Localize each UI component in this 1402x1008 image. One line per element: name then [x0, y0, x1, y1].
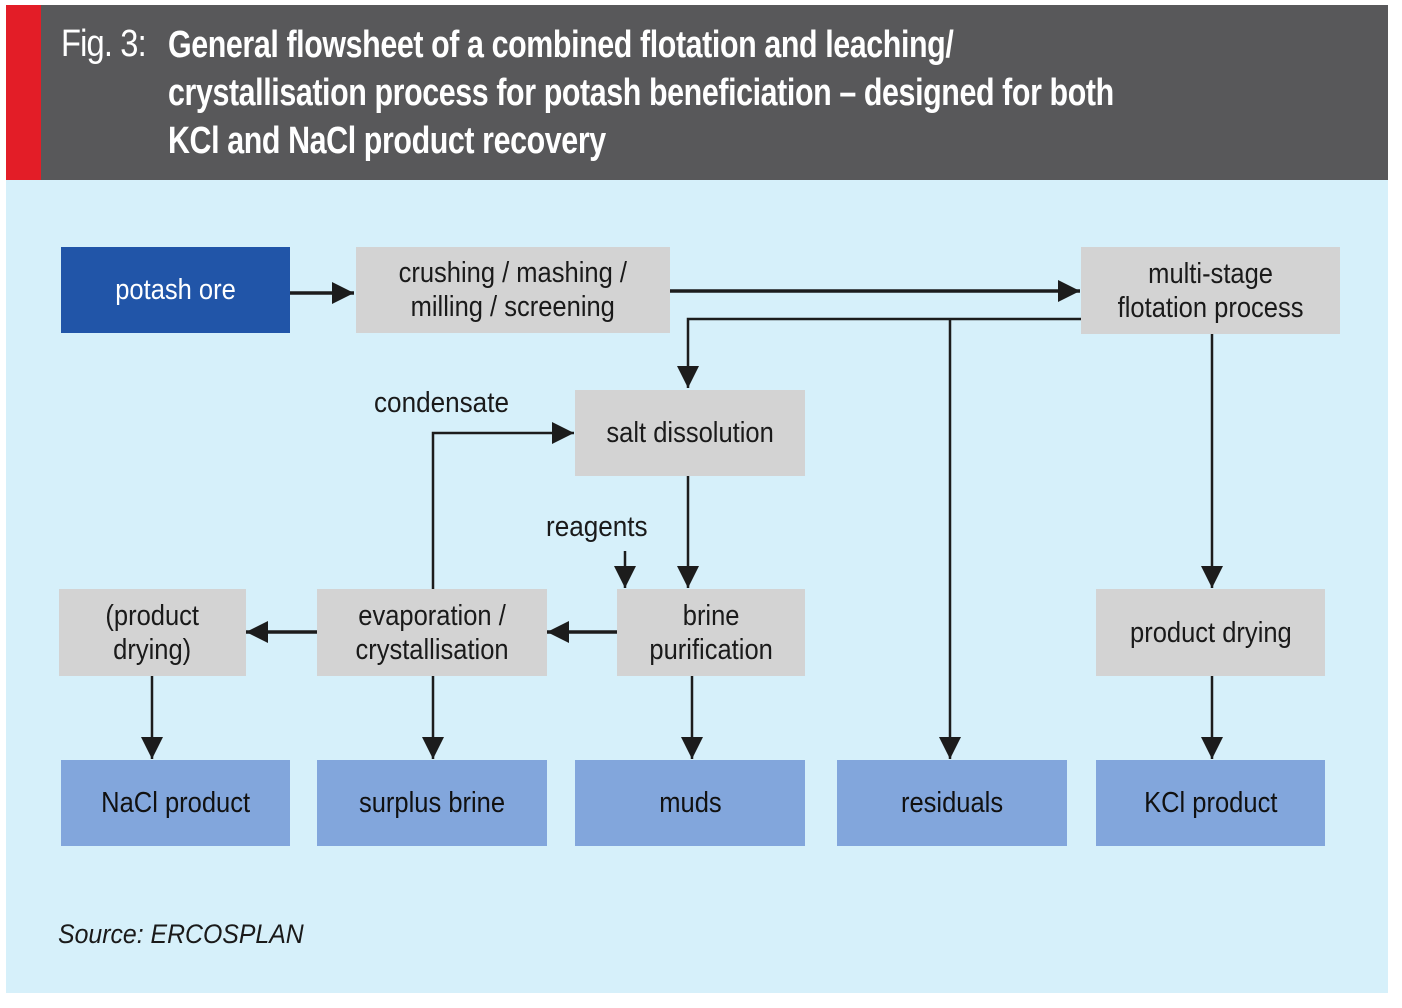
node-label: evaporation /crystallisation	[355, 599, 509, 666]
edge-label-reagents: reagents	[546, 511, 648, 543]
node-residuals: residuals	[837, 760, 1067, 846]
title-line: crystallisation process for potash benef…	[168, 72, 1114, 114]
title-line: General flowsheet of a combined flotatio…	[168, 24, 954, 66]
node-label: KCl product	[1143, 787, 1278, 819]
flow-arrows	[141, 280, 1223, 759]
node-potash-ore: potash ore	[61, 247, 290, 333]
figure-label: Fig. 3:	[61, 23, 147, 65]
node-kcl-product: KCl product	[1096, 760, 1325, 846]
node-label: potash ore	[115, 274, 236, 306]
node-kcl-drying: product drying	[1096, 589, 1325, 676]
node-label: residuals	[900, 787, 1004, 819]
node-evaporation: evaporation /crystallisation	[317, 589, 547, 676]
node-label: NaCl product	[101, 787, 250, 819]
node-salt-dissolution: salt dissolution	[575, 390, 805, 476]
node-label: salt dissolution	[606, 417, 774, 449]
accent-bar	[6, 5, 41, 180]
node-label: product drying	[1129, 616, 1292, 649]
title-line: KCl and NaCl product recovery	[168, 120, 606, 162]
node-label: muds	[658, 787, 722, 819]
edge-label-condensate: condensate	[374, 387, 509, 419]
node-label: surplus brine	[358, 787, 506, 819]
figure-panel: Fig. 3: General flowsheet of a combined …	[6, 5, 1388, 993]
arrow-flotation-to-dissolution	[677, 317, 1081, 388]
node-label: crushing / mashing /milling / screening	[398, 257, 628, 323]
figure-title: General flowsheet of a combined flotatio…	[168, 21, 1272, 165]
figure-header: Fig. 3: General flowsheet of a combined …	[6, 5, 1388, 180]
source-credit: Source: ERCOSPLAN	[58, 919, 304, 949]
node-nacl-product: NaCl product	[61, 760, 290, 846]
arrow-condensate	[431, 422, 574, 589]
node-muds: muds	[575, 760, 805, 846]
node-surplus-brine: surplus brine	[317, 760, 547, 846]
node-crushing: crushing / mashing /milling / screening	[356, 247, 670, 333]
